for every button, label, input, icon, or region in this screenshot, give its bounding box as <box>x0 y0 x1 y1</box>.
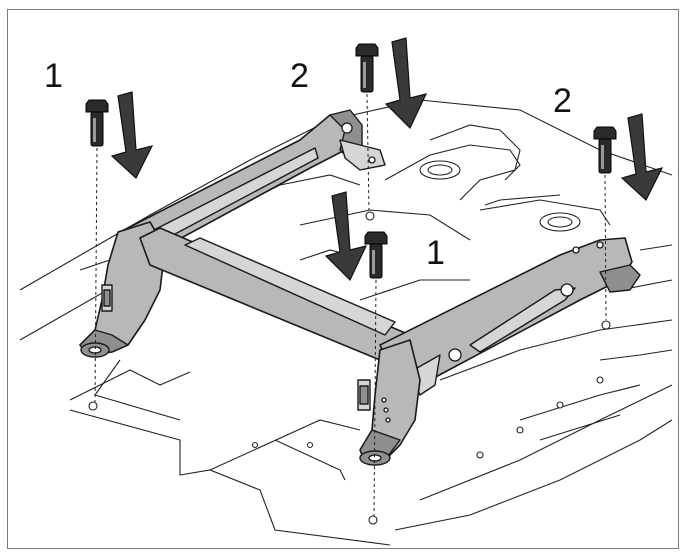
arrow-front-left <box>110 91 154 179</box>
bolt-front-left <box>85 99 109 403</box>
bolt-rear-left <box>355 43 379 211</box>
seat-frame <box>79 109 641 466</box>
callout-bolt-front-left: 1 <box>44 57 63 95</box>
callout-bolt-rear-right: 2 <box>553 82 572 120</box>
floor-pan <box>19 99 673 546</box>
callout-bolt-rear-left: 2 <box>290 57 309 95</box>
arrow-rear-left <box>384 37 428 130</box>
callout-bolt-front-center: 1 <box>426 234 445 272</box>
bolt-rear-right <box>593 126 617 321</box>
arrow-front-center <box>324 191 368 282</box>
floor-mounting-holes <box>88 211 611 525</box>
arrow-rear-right <box>620 113 664 201</box>
bolt-front-center <box>364 231 388 517</box>
